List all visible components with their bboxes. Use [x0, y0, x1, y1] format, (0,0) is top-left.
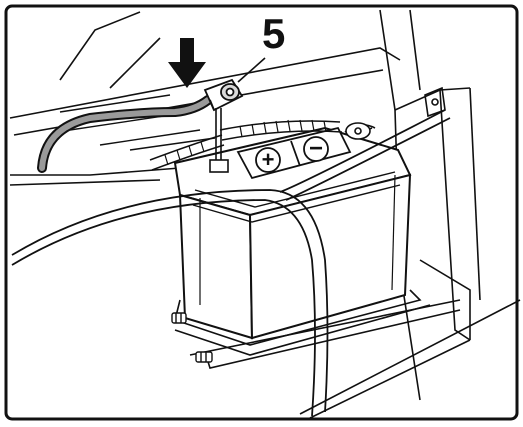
positive-cable-fill [39, 97, 211, 171]
positive-terminal-mark: + [255, 147, 281, 173]
battery-left-face [178, 193, 254, 340]
positive-terminal-post [209, 108, 229, 173]
callout-number-5: 5 [262, 10, 285, 57]
callout-leader-line [237, 57, 266, 83]
battery [173, 126, 412, 340]
figure-frame [4, 4, 519, 421]
battery-front-face [248, 173, 412, 340]
mounting-bolt-left [171, 312, 187, 324]
negative-symbol: − [309, 135, 323, 162]
foreground-wire-loop [11, 109, 451, 417]
negative-terminal-mark: − [303, 135, 329, 162]
body-panel-lines [9, 9, 521, 419]
negative-cable-lug [345, 122, 371, 140]
positive-symbol: + [262, 147, 275, 172]
positive-cable-clamp [203, 78, 244, 112]
mounting-bolt-right [195, 351, 213, 363]
harness-ribs [164, 119, 327, 166]
down-arrow-icon [168, 38, 206, 88]
